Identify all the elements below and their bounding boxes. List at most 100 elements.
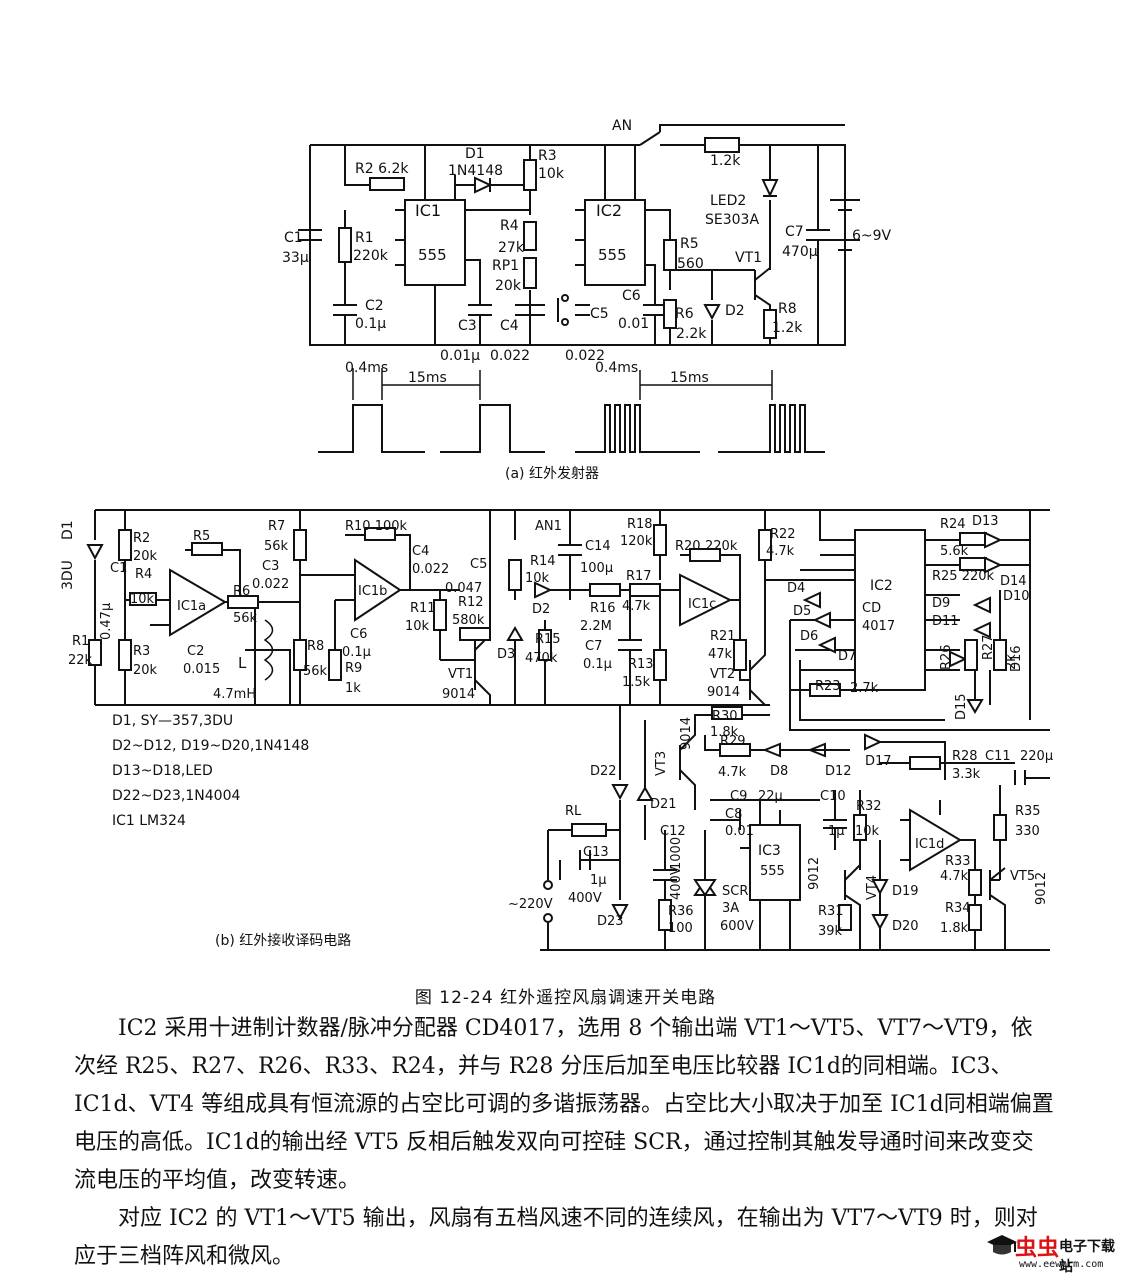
svg-text:R6: R6 — [233, 584, 250, 599]
svg-text:0.47μ: 0.47μ — [99, 603, 114, 640]
svg-text:R8: R8 — [778, 301, 797, 317]
svg-text:47k: 47k — [708, 647, 733, 662]
svg-text:20k: 20k — [495, 278, 522, 294]
svg-text:IC1a: IC1a — [177, 599, 206, 614]
svg-text:R17: R17 — [626, 569, 652, 584]
svg-text:C6: C6 — [350, 627, 367, 642]
svg-text:R30: R30 — [712, 709, 738, 724]
svg-text:0.01μ: 0.01μ — [440, 348, 480, 364]
svg-text:555: 555 — [418, 246, 447, 264]
svg-text:100μ: 100μ — [580, 561, 613, 576]
svg-text:100: 100 — [668, 921, 693, 936]
svg-text:6~9V: 6~9V — [852, 228, 892, 244]
svg-text:R13: R13 — [628, 657, 654, 672]
svg-text:600V: 600V — [720, 919, 754, 934]
svg-text:1.8k: 1.8k — [710, 725, 739, 740]
parts-list-5: IC1 LM324 — [112, 813, 186, 829]
svg-text:D9: D9 — [932, 596, 950, 611]
svg-text:R1: R1 — [72, 634, 89, 649]
svg-text:R3: R3 — [538, 148, 557, 164]
parts-list-4: D22~D23,1N4004 — [112, 788, 240, 804]
svg-text:3.3k: 3.3k — [952, 767, 981, 782]
svg-text:15ms: 15ms — [670, 370, 709, 386]
svg-text:R21: R21 — [710, 629, 736, 644]
svg-text:10k: 10k — [538, 166, 565, 182]
parts-list-2: D2~D12, D19~D20,1N4148 — [112, 738, 309, 754]
svg-text:15ms: 15ms — [408, 370, 447, 386]
receiver-caption: (b) 红外接收译码电路 — [215, 932, 351, 949]
paragraph-1: IC2 采用十进制计数器/脉冲分配器 CD4017，选用 8 个输出端 VT1～… — [74, 1016, 1054, 1193]
svg-text:220μ: 220μ — [1020, 749, 1053, 764]
svg-text:CD: CD — [862, 601, 881, 616]
svg-text:R10 100k: R10 100k — [345, 519, 408, 534]
svg-text:R16: R16 — [590, 601, 616, 616]
svg-text:IC2: IC2 — [870, 578, 893, 594]
svg-text:56k: 56k — [264, 539, 289, 554]
svg-text:1.5k: 1.5k — [622, 675, 651, 690]
svg-text:33μ: 33μ — [282, 250, 309, 266]
svg-text:R1: R1 — [355, 230, 374, 246]
svg-text:D2: D2 — [532, 602, 550, 617]
svg-text:4.7k: 4.7k — [622, 599, 651, 614]
svg-text:1k: 1k — [345, 681, 361, 696]
svg-text:2.7k: 2.7k — [850, 681, 879, 696]
svg-text:1μ: 1μ — [590, 873, 607, 888]
svg-text:VT4: VT4 — [865, 875, 880, 900]
svg-text:C1: C1 — [284, 230, 303, 246]
svg-text:C4: C4 — [412, 544, 429, 559]
svg-text:2.2k: 2.2k — [676, 326, 707, 342]
svg-text:R5: R5 — [193, 529, 210, 544]
svg-text:0.4ms: 0.4ms — [345, 360, 388, 376]
svg-text:D13: D13 — [972, 514, 999, 529]
svg-text:R18: R18 — [627, 517, 653, 532]
svg-text:R32: R32 — [856, 799, 882, 814]
svg-text:RL: RL — [565, 804, 582, 819]
svg-text:R12: R12 — [458, 595, 484, 610]
svg-text:R20: R20 — [675, 539, 701, 554]
svg-text:D20: D20 — [892, 919, 919, 934]
svg-text:2.2M: 2.2M — [580, 619, 612, 634]
svg-text:C9: C9 — [730, 789, 747, 804]
transmitter-caption: (a) 红外发射器 — [505, 466, 599, 482]
circuit-diagram: R2 6.2k D1 1N4148 R3 10k R1 220k C1 33μ … — [60, 118, 1053, 951]
svg-text:IC3: IC3 — [758, 843, 781, 859]
svg-text:220k: 220k — [353, 248, 389, 264]
svg-text:9012: 9012 — [1034, 872, 1049, 905]
svg-text:0.022: 0.022 — [252, 577, 289, 592]
svg-text:R26: R26 — [939, 644, 954, 670]
svg-text:4.7k: 4.7k — [940, 869, 969, 884]
svg-text:4.7mH: 4.7mH — [213, 687, 256, 702]
svg-text:1.8k: 1.8k — [940, 921, 969, 936]
svg-text:R25 220k: R25 220k — [932, 569, 995, 584]
svg-text:C7: C7 — [785, 224, 804, 240]
svg-text:R34: R34 — [945, 901, 971, 916]
svg-text:0.1μ: 0.1μ — [355, 316, 386, 332]
paragraph-2: 对应 IC2 的 VT1～VT5 输出，风扇有五档风速不同的连续风，在输出为 V… — [74, 1206, 1038, 1269]
svg-text:0.4ms: 0.4ms — [595, 360, 638, 376]
svg-text:C5: C5 — [470, 557, 487, 572]
svg-text:9014: 9014 — [707, 685, 740, 700]
svg-text:SE303A: SE303A — [705, 212, 759, 228]
svg-text:D22: D22 — [590, 764, 617, 779]
svg-text:0.01: 0.01 — [618, 316, 649, 332]
svg-text:555: 555 — [760, 864, 785, 879]
svg-text:R9: R9 — [345, 661, 362, 676]
svg-text:R29: R29 — [720, 734, 746, 749]
svg-text:0.015: 0.015 — [183, 662, 220, 677]
svg-text:4.7k: 4.7k — [766, 544, 795, 559]
svg-text:AN: AN — [612, 118, 632, 134]
svg-text:400V: 400V — [669, 866, 684, 900]
svg-text:IC1b: IC1b — [358, 584, 387, 599]
svg-text:1000: 1000 — [669, 837, 684, 870]
svg-text:C4: C4 — [500, 318, 519, 334]
svg-text:R28: R28 — [952, 749, 978, 764]
svg-text:330: 330 — [1015, 824, 1040, 839]
receiver-schematic: 3DU D1 C1 0.47μ R1 22k R2 20k R3 20k R4 … — [60, 509, 1053, 951]
svg-text:D4: D4 — [787, 581, 805, 596]
svg-text:AN1: AN1 — [535, 519, 562, 534]
svg-text:D21: D21 — [650, 797, 677, 812]
svg-text:4.7k: 4.7k — [718, 765, 747, 780]
svg-text:56k: 56k — [303, 664, 328, 679]
svg-text:27k: 27k — [498, 240, 525, 256]
svg-text:1μ: 1μ — [828, 824, 845, 839]
